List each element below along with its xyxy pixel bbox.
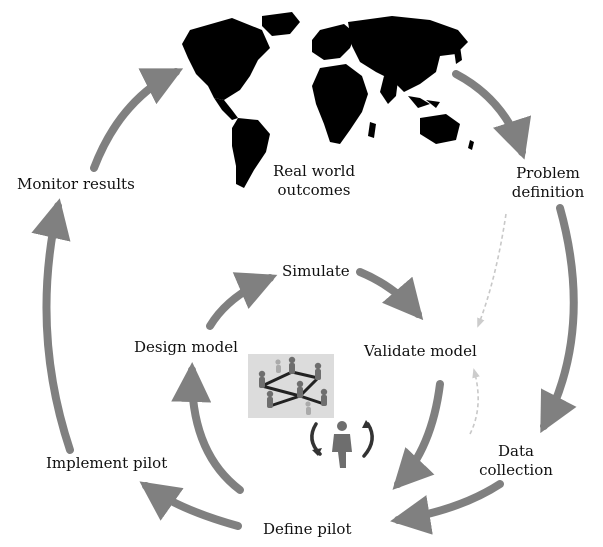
real-world-line2: outcomes — [277, 181, 351, 199]
data-line1: Data — [498, 442, 534, 460]
arrow-design-to-simulate — [206, 272, 278, 330]
arrow-data-to-define — [390, 480, 504, 535]
arrow-problem-to-data — [540, 204, 578, 434]
arrow-validate-to-define — [392, 380, 444, 490]
data-collection-label: Data collection — [476, 442, 556, 480]
implement-pilot-label: Implement pilot — [46, 454, 168, 472]
dashed-arrow-data-to-validate — [469, 368, 480, 435]
arrow-real-world-to-problem — [452, 70, 532, 160]
modeler-person-icon — [310, 420, 374, 468]
define-pilot-label: Define pilot — [263, 520, 352, 538]
dashed-arrow-problem-to-validate — [477, 213, 507, 328]
arrow-define-to-design — [171, 362, 244, 494]
validate-model-label: Validate model — [364, 342, 477, 360]
problem-definition-label: Problem definition — [508, 164, 588, 202]
arrow-monitor-to-real-world — [90, 68, 184, 172]
monitor-results-label: Monitor results — [17, 175, 135, 193]
world-map-icon — [182, 12, 474, 188]
arrow-implement-to-monitor — [31, 198, 74, 454]
agent-network-icon — [248, 354, 334, 418]
simulate-label: Simulate — [282, 262, 350, 280]
problem-line1: Problem — [516, 164, 580, 182]
arrow-simulate-to-validate — [356, 268, 424, 321]
design-model-label: Design model — [134, 338, 238, 356]
arrow-define-to-implement — [139, 481, 242, 530]
real-world-outcomes-label: Real world outcomes — [264, 162, 364, 200]
problem-line2: definition — [511, 183, 585, 201]
real-world-line1: Real world — [272, 162, 356, 180]
data-line2: collection — [479, 461, 553, 479]
